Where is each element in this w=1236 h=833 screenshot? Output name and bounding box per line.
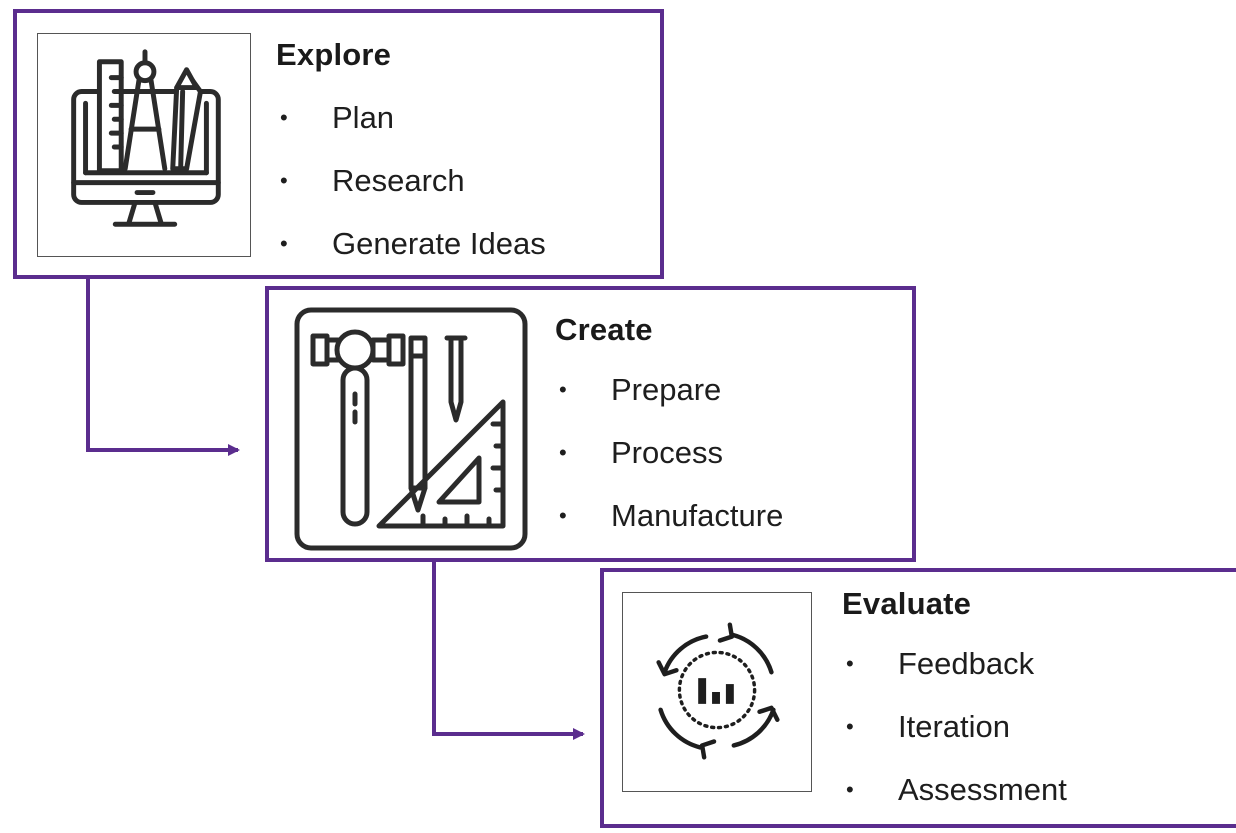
list-item: •Feedback [842,644,1067,707]
list-item: •Manufacture [555,496,783,559]
step-card-explore: Explore •Plan •Research •Generate Ideas [13,9,664,279]
list-item: •Process [555,433,783,496]
hammer-pencil-set-square-icon [293,306,529,552]
step-title: Create [555,312,653,347]
list-item: •Assessment [842,770,1067,833]
list-item: •Research [276,161,546,224]
list-item: •Prepare [555,370,783,433]
bullet-icon: • [846,714,854,739]
step-card-evaluate: Evaluate •Feedback •Iteration •Assessmen… [600,568,1236,828]
step-items: •Plan •Research •Generate Ideas [276,98,546,287]
step-title: Evaluate [842,586,972,621]
arrow-explore-to-create [86,279,240,456]
bullet-icon: • [559,440,567,465]
bullet-icon: • [280,105,288,130]
step-title: Explore [276,37,392,72]
bullet-icon: • [559,503,567,528]
bullet-icon: • [280,231,288,256]
step-items: •Feedback •Iteration •Assessment [842,644,1067,833]
list-item: •Plan [276,98,546,161]
list-item: •Generate Ideas [276,224,546,287]
feedback-cycle-chart-icon [622,592,812,792]
bullet-icon: • [846,651,854,676]
bullet-icon: • [559,377,567,402]
step-items: •Prepare •Process •Manufacture [555,370,783,559]
design-tools-monitor-icon [37,33,251,257]
step-card-create: Create •Prepare •Process •Manufacture [265,286,916,562]
list-item: •Iteration [842,707,1067,770]
bullet-icon: • [280,168,288,193]
bullet-icon: • [846,777,854,802]
process-diagram: Explore •Plan •Research •Generate Ideas [13,9,1236,828]
arrow-create-to-evaluate [432,562,585,740]
